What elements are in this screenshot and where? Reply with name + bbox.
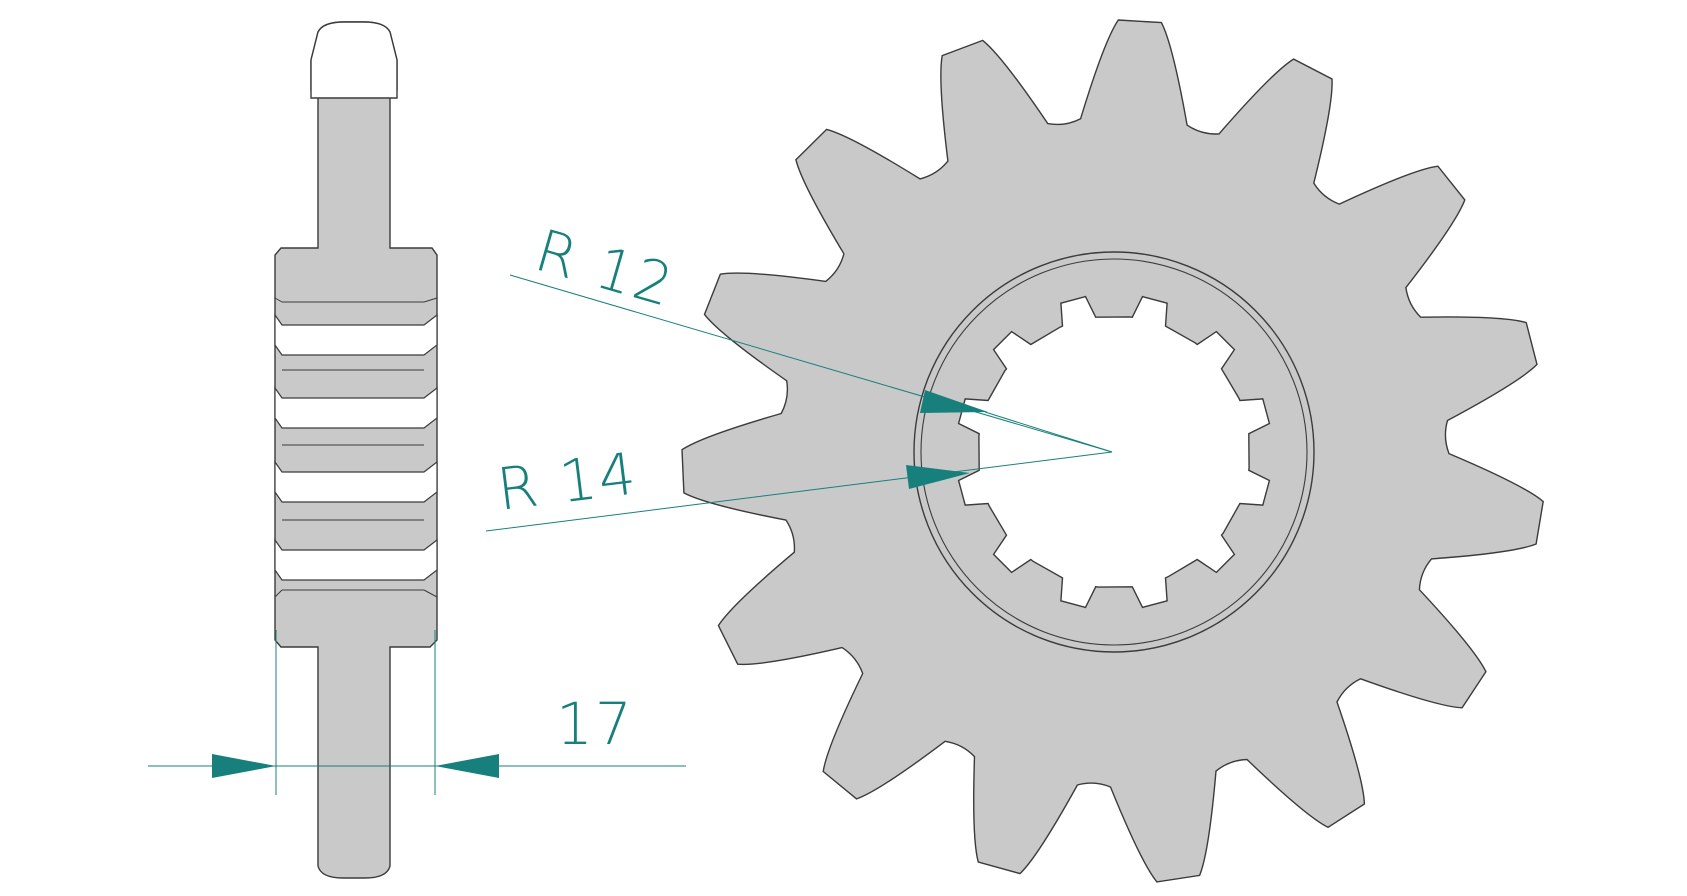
side-view-tooth-tip [310, 21, 398, 99]
thickness-label: 17 [556, 690, 634, 758]
outer-radius-arrow [906, 465, 970, 489]
side-view-outline [274, 21, 438, 879]
thickness-dimension: 17 [148, 630, 686, 795]
inner-radius-leader [509, 274, 1113, 453]
outer-radius-leader [485, 451, 1113, 532]
sprocket-front-view [681, 19, 1544, 883]
inner-radius-arrow [920, 390, 988, 413]
thickness-arrow-right [435, 754, 499, 778]
spline-bore [957, 295, 1271, 609]
side-view-spline-grooves [274, 313, 438, 581]
inner-radius-label: R 12 [528, 216, 682, 320]
inner-radius-leader-return [984, 411, 1113, 453]
thickness-arrow-left [212, 754, 276, 778]
outer-radius-label: R 14 [493, 439, 641, 524]
hub-ring-inner [920, 258, 1308, 646]
sprocket-side-view [274, 21, 438, 879]
hub-ring-outer [913, 251, 1315, 653]
side-view-groove-lines [274, 297, 438, 598]
